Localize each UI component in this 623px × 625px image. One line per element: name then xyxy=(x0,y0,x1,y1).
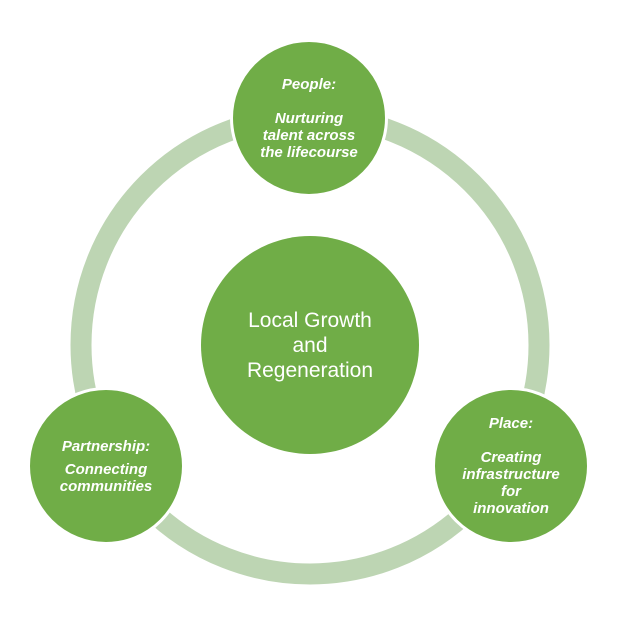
node-place-description: Creating infrastructure for innovation xyxy=(462,449,560,517)
center-node: Local Growth and Regeneration xyxy=(201,236,419,454)
node-people-title: People: xyxy=(281,75,337,93)
node-partnership-title: Partnership: xyxy=(61,437,151,455)
node-place: Place: Creating infrastructure for innov… xyxy=(432,387,590,545)
node-partnership-description: Connecting communities xyxy=(59,460,153,495)
center-node-label: Local Growth and Regeneration xyxy=(246,308,374,382)
node-place-title: Place: xyxy=(488,415,534,432)
node-people: People: Nurturing talent across the life… xyxy=(230,39,388,197)
node-partnership: Partnership: Connecting communities xyxy=(27,387,185,545)
node-people-description: Nurturing talent across the lifecourse xyxy=(260,109,358,161)
